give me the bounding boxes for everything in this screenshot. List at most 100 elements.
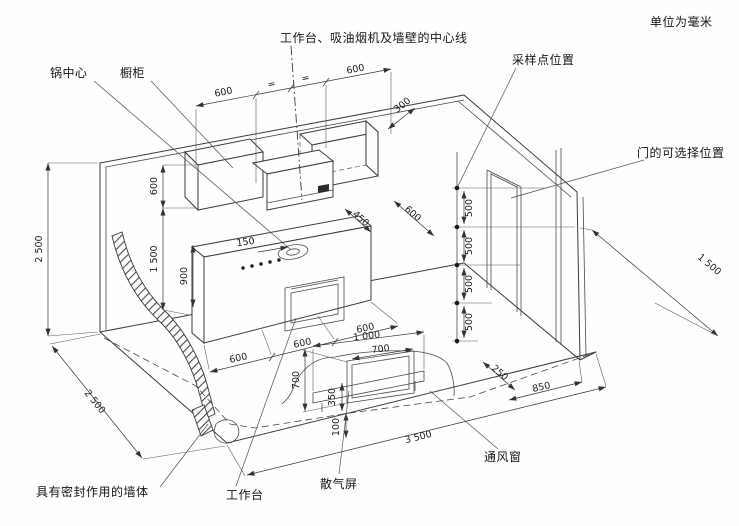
oven-outer-frame bbox=[284, 276, 345, 332]
wall-break-outline bbox=[295, 350, 455, 397]
dim-300-label: 300 bbox=[392, 96, 413, 116]
top-chain-line bbox=[195, 67, 392, 108]
door-head-inner bbox=[490, 173, 518, 188]
right-wall-top-edge bbox=[463, 94, 578, 193]
dim-500-label: 500 bbox=[464, 199, 475, 217]
dim-300-line bbox=[387, 107, 416, 130]
extension-line bbox=[261, 329, 272, 355]
diffuser-screen-bar bbox=[312, 370, 425, 404]
dim-equal-mark: = bbox=[301, 72, 311, 84]
dim-450-line bbox=[344, 208, 372, 233]
top-chain-tick bbox=[322, 77, 330, 87]
vent-window-group: 1 000 700 700 350 100 bbox=[281, 329, 455, 438]
dim-850-label: 850 bbox=[531, 380, 551, 395]
extension-line bbox=[203, 344, 210, 370]
vent-window-label: 通风窗 bbox=[484, 450, 522, 464]
dim-600-offset-line bbox=[393, 200, 435, 237]
door-position-label: 门的可选择位置 bbox=[637, 145, 725, 160]
dim-250-label: 250 bbox=[489, 363, 510, 383]
dim-600-offset-label: 600 bbox=[402, 204, 423, 224]
dim-500-label: 500 bbox=[464, 237, 475, 255]
hood-switch-panel bbox=[318, 184, 329, 193]
dim-700w-line bbox=[351, 347, 414, 361]
dim-cab-height-label: 600 bbox=[149, 177, 160, 195]
dim-room-depth-line bbox=[51, 345, 143, 459]
dim-1000-label: 1 000 bbox=[353, 329, 381, 343]
text-labels: 单位为毫米 工作台、吸油烟机及墙壁的中心线 采样点位置 门的可选择位置 锅中心 … bbox=[36, 14, 725, 502]
sealed-wall-label: 具有密封作用的墙体 bbox=[36, 484, 149, 499]
cabinet-label: 橱柜 bbox=[120, 66, 145, 80]
sampling-point-dot bbox=[454, 185, 460, 191]
stove-knob bbox=[250, 264, 254, 268]
vent-window-inner bbox=[351, 355, 410, 399]
floor-front-edge bbox=[226, 351, 597, 444]
sampling-point-line: 500 500 500 500 600 bbox=[393, 152, 575, 344]
dim-equal-mark: = bbox=[267, 78, 277, 90]
stove-knob bbox=[268, 260, 272, 264]
hood-centerline bbox=[290, 45, 303, 201]
dim-500-label: 500 bbox=[464, 275, 475, 293]
right-wall-top-edge-inner bbox=[457, 100, 572, 198]
hood-front-face bbox=[266, 160, 334, 211]
sealed-wall-hatched-curve bbox=[111, 231, 216, 419]
top-chain-tick bbox=[287, 83, 295, 93]
extension-line bbox=[579, 227, 593, 231]
leader-sealed-wall bbox=[159, 423, 209, 488]
leader-cabinet bbox=[150, 80, 234, 169]
range-hood bbox=[251, 149, 335, 211]
extension-line bbox=[226, 444, 246, 477]
dim-700h-label: 700 bbox=[291, 371, 302, 389]
pot-center-label: 锅中心 bbox=[50, 65, 88, 80]
extension-line bbox=[317, 315, 335, 340]
sealed-wall-section-stub bbox=[191, 404, 214, 437]
centerline-label: 工作台、吸油烟机及墙壁的中心线 bbox=[280, 30, 468, 45]
dim-room-length-line bbox=[246, 386, 607, 476]
leader-door-position bbox=[510, 159, 645, 199]
dim-room-length-label: 3 500 bbox=[404, 429, 433, 446]
oven-handle bbox=[290, 279, 339, 290]
extension-line bbox=[654, 302, 719, 337]
stove-burner-center bbox=[286, 248, 300, 256]
dim-counter-600: 600 bbox=[292, 336, 312, 351]
door-frames bbox=[486, 148, 562, 345]
left-cabinet-side-face bbox=[184, 150, 199, 212]
sealed-wall-band bbox=[111, 231, 240, 444]
vent-window-outer bbox=[346, 350, 415, 404]
units-note: 单位为毫米 bbox=[650, 14, 713, 29]
top-chain-tick bbox=[252, 90, 260, 100]
oven-door bbox=[290, 283, 339, 324]
diffuser-screen-label: 散气屏 bbox=[320, 476, 358, 491]
entrance-wall-piece bbox=[213, 419, 240, 444]
top-dimension-chain: 600 = = 600 300 bbox=[195, 62, 416, 183]
sampling-point-dot bbox=[454, 300, 460, 306]
extension-line bbox=[142, 445, 226, 460]
stove-knob bbox=[241, 266, 245, 270]
floor-dashed-line bbox=[103, 337, 597, 429]
leader-vent-window bbox=[429, 390, 499, 450]
dim-1000-line bbox=[312, 330, 425, 348]
right-wall-right-edge-outer bbox=[582, 196, 587, 357]
sampling-point-dot bbox=[454, 338, 460, 344]
dim-1500-label: 1 500 bbox=[149, 245, 160, 272]
worktable-label: 工作台 bbox=[226, 487, 264, 502]
leader-sampling-point bbox=[457, 67, 517, 187]
extension-line bbox=[47, 331, 99, 337]
right-cabinet-side-face bbox=[365, 119, 379, 178]
dim-room-depth-label: 2 500 bbox=[82, 388, 108, 416]
counter-chain-tick bbox=[268, 352, 276, 362]
right-wall-base bbox=[463, 262, 581, 361]
dim-850-line bbox=[508, 381, 583, 401]
dim-right-1500-line bbox=[591, 229, 719, 337]
extension-line bbox=[49, 333, 101, 345]
dim-500-label: 500 bbox=[464, 313, 475, 331]
leader-diffuser-screen bbox=[338, 390, 350, 475]
worktable-counter bbox=[190, 215, 373, 345]
stove-burner bbox=[277, 244, 309, 260]
extension-line bbox=[302, 402, 348, 413]
dim-350-label: 350 bbox=[327, 388, 338, 406]
door-head bbox=[486, 169, 522, 188]
back-wall-top-edge bbox=[99, 94, 465, 164]
stove-knob bbox=[277, 258, 281, 262]
